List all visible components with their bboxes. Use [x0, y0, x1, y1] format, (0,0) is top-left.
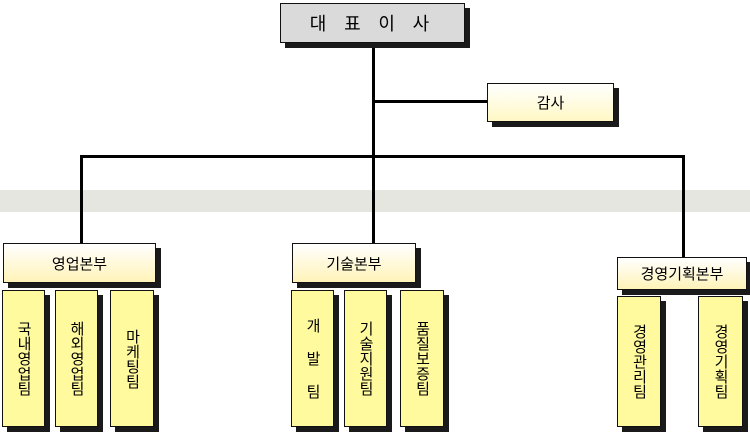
team-quality-assurance: 품질보증팀	[400, 290, 444, 427]
team-overseas-sales: 해외영업팀	[55, 290, 98, 427]
team-label: 품질보증팀	[413, 321, 432, 396]
mgmt-drop-line	[682, 155, 685, 257]
audit-branch-line	[374, 100, 487, 103]
division-management-label: 경영기획본부	[640, 265, 724, 283]
team-development: 개 발 팀	[291, 290, 334, 427]
ceo-box: 대 표 이 사	[280, 3, 465, 43]
division-management: 경영기획본부	[617, 257, 747, 290]
division-tech-label: 기술본부	[326, 254, 382, 273]
audit-box: 감사	[487, 83, 614, 122]
team-label: 국내영업팀	[15, 321, 33, 396]
team-marketing: 마케팅팀	[110, 290, 154, 427]
team-tech-support: 기술지원팀	[344, 290, 387, 427]
ceo-trunk-line	[372, 43, 375, 243]
audit-label: 감사	[536, 94, 565, 112]
background-band	[0, 190, 750, 212]
division-tech: 기술본부	[292, 243, 416, 283]
team-label: 해외영업팀	[68, 321, 86, 396]
team-label: 경영기획팀	[712, 324, 730, 399]
sales-drop-line	[80, 155, 83, 243]
team-label: 마케팅팀	[123, 328, 142, 389]
division-sales-label: 영업본부	[51, 254, 108, 273]
team-label: 경영관리팀	[630, 324, 649, 399]
ceo-label: 대 표 이 사	[309, 14, 436, 35]
division-sales: 영업본부	[3, 243, 156, 283]
team-management-planning: 경영기획팀	[698, 296, 743, 427]
team-management-admin: 경영관리팀	[617, 296, 661, 427]
division-bus-line	[80, 155, 684, 158]
team-label: 기술지원팀	[357, 321, 375, 396]
team-label: 개 발 팀	[304, 318, 322, 399]
team-domestic-sales: 국내영업팀	[2, 290, 45, 427]
